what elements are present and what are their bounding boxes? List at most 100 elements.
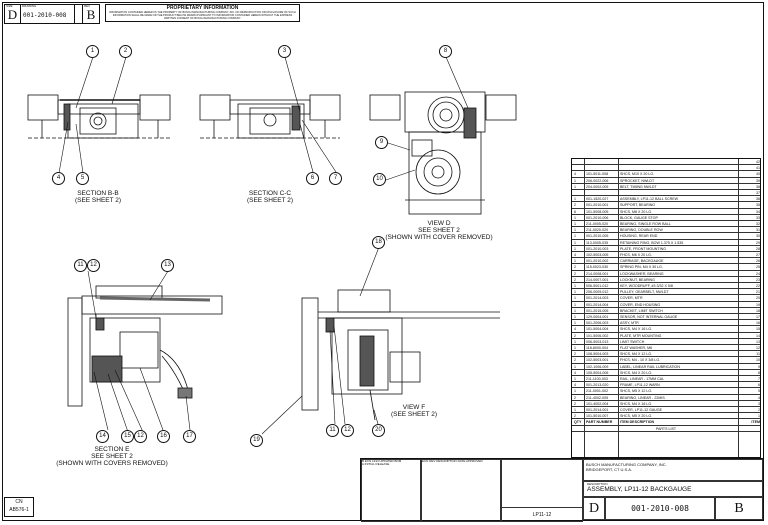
bom-cell: 30 bbox=[756, 234, 760, 239]
balloon-17: 17 bbox=[183, 430, 196, 443]
bom-cell: 211-0020-020 bbox=[586, 228, 609, 233]
bom-cell: 10 bbox=[756, 358, 760, 363]
bom-cell: 2 bbox=[574, 395, 576, 400]
drawing-number: 001-2010-008 bbox=[23, 12, 67, 19]
bom-cell: 118-8000-004 bbox=[586, 346, 609, 350]
bom-cell: 1 bbox=[574, 377, 576, 381]
bom-cell: LIMIT SWITCH bbox=[620, 339, 645, 344]
balloon-3: 3 bbox=[278, 45, 291, 58]
bom-cell: 17 bbox=[756, 315, 760, 319]
bom-cell: 29 bbox=[756, 240, 760, 245]
bom-cell: 204-0002-005 bbox=[586, 184, 609, 189]
bom-column-divider bbox=[584, 159, 585, 457]
eco-label: DESCRIPTION bbox=[436, 459, 457, 463]
balloon-8: 8 bbox=[439, 45, 452, 58]
bom-cell: SPROCKET, NWLDT bbox=[620, 178, 655, 183]
section-bb-drawing bbox=[27, 94, 171, 139]
bom-cell: SHCS, M4 X 12 LG. bbox=[620, 352, 653, 357]
tb-size: D bbox=[583, 497, 605, 520]
bom-cell: 26 bbox=[756, 259, 760, 264]
bom-cell: 14 bbox=[756, 333, 760, 338]
bom-cell: LOCKNUT, BEARING bbox=[620, 277, 655, 282]
bom-cell: 1 bbox=[574, 339, 576, 344]
bom-cell: 12 bbox=[756, 346, 760, 350]
bom-cell: SHCS, M4 X 16 LG. bbox=[620, 401, 653, 406]
bom-cell: BEARING, SINGLE ROW BALL bbox=[620, 222, 671, 226]
bom-cell: 101-5010-007 bbox=[586, 414, 609, 419]
balloon-12: 12 bbox=[87, 259, 100, 272]
balloon-5: 5 bbox=[76, 172, 89, 185]
bom-cell: 129-0004-001 bbox=[586, 315, 609, 319]
bom-cell: 1 bbox=[574, 408, 576, 412]
bom-cell: 2 bbox=[574, 414, 576, 419]
size-label: SIZE bbox=[6, 4, 13, 8]
bom-cell: 40 bbox=[756, 172, 760, 177]
bom-cell: HOUSING, REAR END bbox=[620, 234, 658, 239]
bom-cell: 3 bbox=[758, 401, 760, 406]
top-title-strip: SIZE D DRAWING 001-2010-008 REV B bbox=[4, 4, 100, 24]
bom-cell: 211-1100-003 bbox=[586, 377, 608, 381]
section-e-label: SECTION E SEE SHEET 2 (SHOWN WITH COVERS… bbox=[56, 446, 168, 467]
bom-cell: ASSEMBLY, LP11-12 BALL SCREW bbox=[620, 197, 678, 202]
bom-cell: 8 bbox=[758, 370, 760, 375]
bom-cell: 20 bbox=[756, 296, 760, 301]
bom-cell: 22 bbox=[756, 284, 760, 288]
bom-cell: 5 bbox=[758, 389, 760, 394]
balloon-2: 2 bbox=[119, 45, 132, 58]
bom-cell: 35 bbox=[756, 203, 760, 208]
bom-cell: COVER, LP11-12 GAUGE bbox=[620, 408, 663, 412]
bom-cell: 34 bbox=[756, 209, 760, 214]
bom-cell: 4 bbox=[574, 327, 576, 332]
bom-cell: 1 bbox=[574, 228, 576, 233]
bom-cell: 27 bbox=[756, 253, 760, 257]
bom-cell: 1 bbox=[574, 234, 576, 239]
bom-cell: CARRIAGE, BACKGAUGE bbox=[620, 259, 664, 264]
bom-cell: 001-2013-020 bbox=[586, 383, 609, 388]
drawing-label: DRAWING bbox=[22, 4, 37, 8]
balloon-15: 15 bbox=[121, 430, 134, 443]
eco-label: ECN bbox=[422, 459, 429, 463]
company-cell: BUSCH MANUFACTURING COMPANY, INC. BRIDGE… bbox=[583, 459, 763, 481]
balloon-14: 14 bbox=[96, 430, 109, 443]
bom-cell: SHCS, M5 X 20 LG. bbox=[620, 414, 653, 419]
bom-cell: BEARING, DOUBLE ROW bbox=[620, 228, 663, 233]
section-bb-label: SECTION B-B (SEE SHEET 2) bbox=[74, 190, 122, 204]
bom-cell: 001-1520-027 bbox=[586, 197, 609, 202]
bom-cell: RAIL, LINEAR - 17MM CAL bbox=[620, 377, 665, 381]
bom-cell: 001-2010-006 bbox=[586, 215, 609, 220]
balloon-6: 6 bbox=[306, 172, 319, 185]
company-city: BRIDGEPORT, CT U.S.A. bbox=[586, 467, 633, 472]
bom-cell: 206-0009-012 bbox=[586, 290, 609, 295]
bom-cell: 102-5003-001 bbox=[586, 358, 609, 363]
bom-cell: 37 bbox=[756, 191, 760, 195]
eco-cell: ECN REV DESCRIPTION DATE APPROVED bbox=[421, 459, 501, 522]
bom-cell: 108-5004-003 bbox=[586, 352, 609, 357]
bom-header-cell: ITEM DESCRIPTION bbox=[620, 420, 655, 425]
bom-cell: 1 bbox=[574, 215, 576, 220]
bom-cell: SHCS, M5 X 12 LG. bbox=[620, 389, 653, 394]
section-cc-label: SECTION C-C (SEE SHEET 2) bbox=[246, 190, 294, 204]
bom-cell: 1 bbox=[574, 308, 576, 313]
bom-cell: 15 bbox=[756, 327, 760, 332]
balloon-10: 10 bbox=[373, 173, 386, 186]
bom-cell: BELT, TIMING NWLDT bbox=[620, 184, 657, 189]
bom-cell: 1 bbox=[574, 290, 576, 295]
bom-cell: SHCS, M4 X 16 LG. bbox=[620, 327, 653, 332]
bom-cell: 1 bbox=[574, 197, 576, 202]
bom-cell: COVER, END HOUSING bbox=[620, 302, 661, 307]
bom-cell: 4 bbox=[574, 253, 576, 257]
eco-label: REV bbox=[429, 459, 436, 463]
balloon-12c: 12 bbox=[341, 424, 354, 437]
